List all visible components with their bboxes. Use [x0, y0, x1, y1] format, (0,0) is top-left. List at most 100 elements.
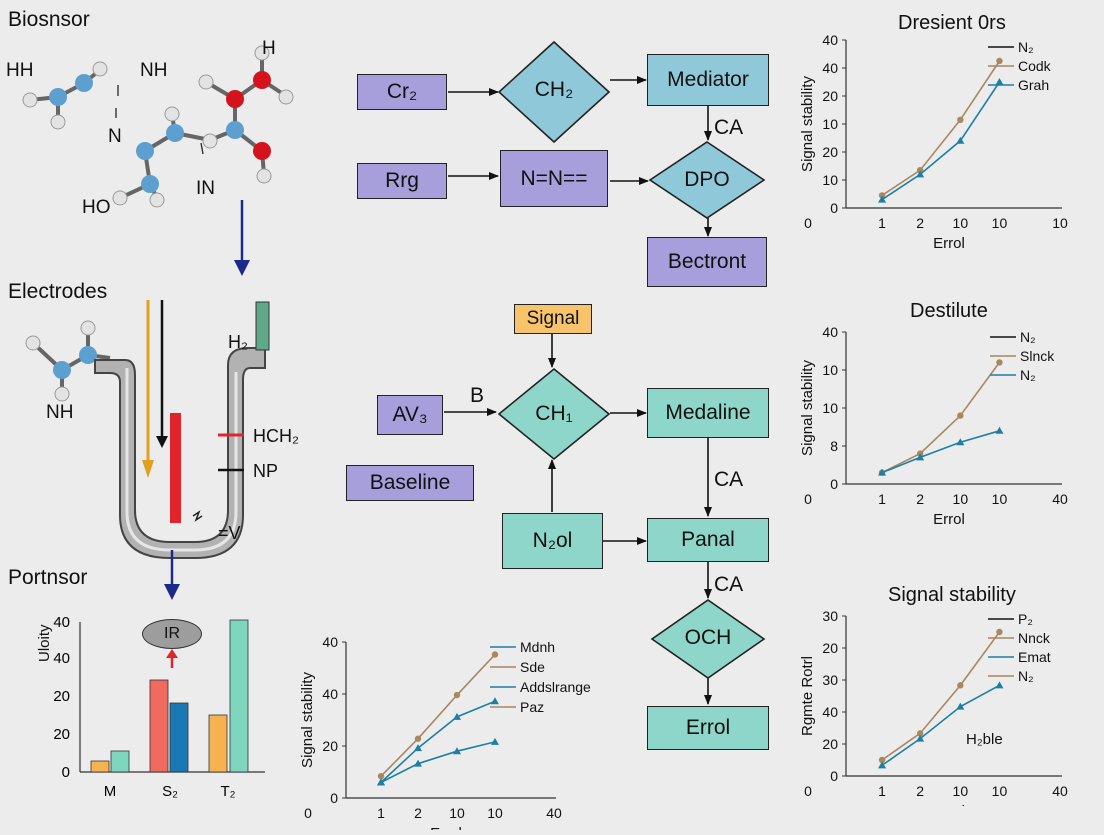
data-point — [491, 651, 499, 658]
y-axis-label: Signal stability — [799, 360, 816, 456]
node-bectront: Bectront — [647, 237, 767, 287]
atom-label: IN — [196, 178, 215, 199]
xtick-label: 2 — [916, 491, 924, 507]
node-errol: Errol — [647, 706, 769, 750]
legend-entry: Slnck — [1020, 348, 1055, 364]
data-point — [453, 747, 461, 755]
atom-label: H — [262, 38, 276, 59]
xtick-label: 10 — [992, 215, 1008, 231]
section-title-portnsor: Portnsor — [8, 566, 88, 589]
y-axis-label: Signal stability — [799, 76, 816, 172]
data-point — [957, 116, 964, 124]
xtick-label: 0 — [304, 805, 312, 821]
bar-chart: 40 40 20 20 0 M S₂ T₂ — [53, 614, 265, 800]
xtick-label: 40 — [1052, 491, 1068, 507]
ytick-label: 20 — [822, 640, 838, 656]
node-av3: AV₃ — [377, 395, 443, 435]
ytick-label: 10 — [822, 172, 838, 188]
series-line — [881, 684, 1000, 766]
legend-entry: Mdnh — [520, 639, 555, 655]
ytick-label: 0 — [830, 200, 838, 216]
node-nnn: N=N== — [500, 150, 608, 207]
data-point — [414, 744, 422, 752]
edge-label-ca: CA — [714, 573, 744, 596]
node-n2ol: N₂ol — [502, 513, 603, 569]
line-chart-svg: 0204040012101040ErrolSignal stabilityMdn… — [299, 634, 591, 835]
arrow-down-icon — [164, 550, 180, 600]
xtick-label: M — [104, 783, 117, 800]
legend-entry: N₂ — [1018, 668, 1034, 684]
node-dpo-diamond — [648, 141, 766, 219]
node-och-diamond — [650, 599, 766, 679]
ytick-label: 20 — [822, 144, 838, 160]
node-signal: Signal — [514, 304, 592, 334]
x-axis-label: Errol — [933, 803, 965, 806]
edge-label-b: B — [470, 384, 485, 407]
data-point — [996, 359, 1003, 366]
xtick-label: 10 — [953, 783, 969, 799]
data-point — [377, 778, 385, 786]
x-axis-label: Errol — [430, 825, 462, 830]
ytick-label: 20 — [53, 688, 70, 705]
xtick-label: 10 — [953, 491, 969, 507]
data-point — [878, 761, 887, 769]
xtick-label: 0 — [804, 783, 812, 799]
bar — [208, 714, 228, 773]
ytick-label: 20 — [822, 736, 838, 752]
ytick-label: 10 — [822, 116, 838, 132]
node-ch2-label: CH₂ — [534, 78, 574, 101]
data-point — [491, 737, 499, 745]
xtick-label: 2 — [916, 215, 924, 231]
xtick-label: 2 — [414, 805, 422, 821]
ytick-label: 40 — [822, 32, 838, 48]
chart-title: Signal stability — [888, 584, 1016, 606]
molecule-structure — [22, 45, 294, 208]
series-line — [380, 653, 496, 777]
ytick-label: 40 — [322, 686, 338, 702]
series-line — [380, 741, 496, 784]
node-mediator: Mediator — [647, 54, 769, 106]
node-panal: Panal — [647, 518, 769, 562]
ytick-label: 30 — [822, 672, 838, 688]
bar — [90, 760, 110, 773]
ytick-label: 0 — [830, 768, 838, 784]
arrow-down-icon — [234, 200, 250, 276]
legend-entry: N₂ — [1020, 367, 1036, 383]
atom-label: HH — [6, 60, 34, 81]
ytick-label: 40 — [822, 60, 838, 76]
arrow-up-icon — [166, 649, 178, 668]
data-point — [995, 426, 1004, 434]
node-baseline: Baseline — [346, 465, 474, 501]
data-point — [878, 192, 886, 199]
legend-entry: Nnck — [1018, 630, 1051, 646]
chart-title: Dresient 0rs — [898, 12, 1006, 34]
ytick-label: 40 — [53, 614, 70, 631]
legend-entry: N₂ — [1018, 39, 1034, 55]
ytick-label: 0 — [62, 764, 70, 781]
series-line — [881, 361, 1001, 474]
legend-np: NP — [253, 461, 279, 481]
line-chart-svg: 02040302030012101040ErrolRgmte RotrlP₂Nn… — [799, 608, 1068, 820]
data-point — [996, 57, 1003, 65]
xtick-label: 1 — [377, 805, 385, 821]
electrode-diagram — [25, 300, 270, 559]
node-och-label: OCH — [684, 626, 732, 649]
legend-entry: Grah — [1018, 77, 1049, 93]
atom-label: HO — [82, 197, 111, 218]
legend-entry: Paz — [520, 699, 544, 715]
bar — [229, 619, 249, 773]
label-h2: H₂ — [228, 332, 248, 352]
data-point — [957, 682, 964, 689]
section-title-electrodes: Electrodes — [8, 280, 108, 303]
xtick-label: 1 — [878, 783, 886, 799]
data-point — [957, 412, 964, 419]
node-ch1-label: CH₁ — [535, 402, 573, 425]
atom-label: NH — [140, 60, 168, 81]
data-point — [878, 195, 887, 203]
y-axis-label: Rgmte Rotrl — [799, 656, 816, 736]
data-point — [453, 712, 461, 720]
data-point — [916, 453, 925, 461]
